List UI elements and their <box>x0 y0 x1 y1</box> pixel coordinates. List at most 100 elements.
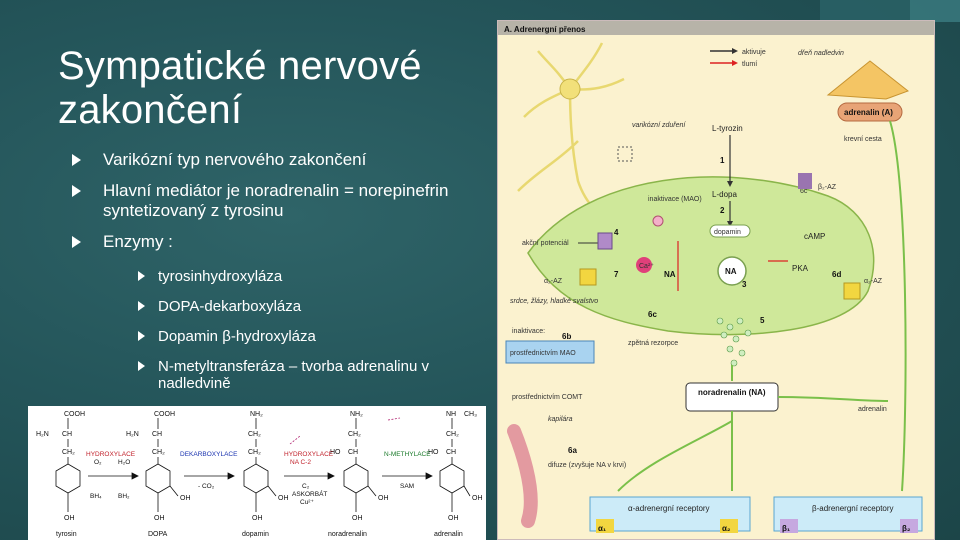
cofactor-label: O₂ <box>94 459 102 466</box>
label-beta-receptors: β-adrenergní receptory <box>812 504 894 513</box>
blood-vessel-icon <box>837 102 903 122</box>
step-label: 6a <box>568 446 577 455</box>
inhibition-arrows <box>677 241 788 291</box>
enzyme-label: N-METHYLACE <box>384 451 431 458</box>
sub-bullet-arrow-icon <box>138 301 148 311</box>
released-noradrenaline-dots <box>716 317 752 367</box>
step-label: 6b <box>562 332 571 341</box>
capillary-icon <box>507 424 538 528</box>
group-label: CH₂ <box>248 449 261 456</box>
label-b2az: β₂-AZ <box>818 184 837 191</box>
group-label: CH <box>348 449 358 456</box>
sub-bullet-item: N-metyltransferáza – tvorba adrenalinu v… <box>138 358 492 392</box>
label-capillary: kapilára <box>548 416 573 423</box>
benzene-ring <box>343 463 369 494</box>
adrenal-gland-icon <box>826 60 910 100</box>
group-label: CH <box>152 431 162 438</box>
label-na-vesicle: NA <box>725 267 737 276</box>
varicosity-box <box>617 146 633 162</box>
sub-bullet-item: DOPA-dekarboxyláza <box>138 298 492 315</box>
legend: aktivuje tlumí <box>710 48 766 68</box>
alpha2-receptor-left <box>579 268 597 286</box>
synthesis-svg: COOH H₂N CH CH₂ OH tyrosin COOH H₂N CH C… <box>36 411 483 538</box>
postsynaptic-cell <box>505 340 595 364</box>
bullet-item: Hlavní mediátor je noradrenalin = norepi… <box>72 181 492 221</box>
group-label: OH <box>180 495 191 502</box>
beta1-receptor-icon <box>780 519 798 533</box>
adrenergic-transmission-diagram: A. Adrenergní přenos varikózní zduření a… <box>497 20 935 540</box>
label-ca: Ca²⁺ <box>639 263 654 270</box>
dopamine-box <box>709 224 751 238</box>
beta2-receptor-icon-bottom <box>900 519 918 533</box>
cofactor-label: ASKORBÁT <box>292 489 327 498</box>
sub-bullet-item: tyrosinhydroxyláza <box>138 268 492 285</box>
benzene-ring <box>439 463 465 494</box>
modification-marker <box>289 435 301 445</box>
benzene-ring <box>243 463 269 494</box>
step-label: 4 <box>614 228 619 237</box>
catecholamine-synthesis-figure: COOH H₂N CH CH₂ OH tyrosin COOH H₂N CH C… <box>28 406 486 540</box>
label-mao: inaktivace (MAO) <box>648 196 702 203</box>
group-label: OH <box>278 495 289 502</box>
label-action-potential: akční potenciál <box>522 240 569 247</box>
group-label: OH <box>448 515 459 522</box>
slide-title: Sympatické nervové zakončení <box>58 44 422 132</box>
cofactor-label: BH₄ <box>90 493 102 500</box>
label-adrenalin: adrenalin <box>858 406 887 413</box>
compound-label: dopamin <box>242 531 269 538</box>
sub-bullet-arrow-icon <box>138 271 148 281</box>
nerve-terminal <box>527 176 875 336</box>
sub-bullet-item: Dopamin β-hydroxyláza <box>138 328 492 345</box>
bullet-item: Varikózní typ nervového zakončení <box>72 150 492 170</box>
label-diffusion: difuze (zvyšuje NA v krvi) <box>548 462 626 469</box>
step-label: 5 <box>760 316 765 325</box>
cofactor-label: Cu²⁺ <box>300 499 314 506</box>
label-adrenaline-a: adrenalin (A) <box>844 108 893 117</box>
group-label: COOH <box>154 411 175 418</box>
step-label: 2 <box>720 206 725 215</box>
sub-bullet-arrow-icon <box>138 361 148 371</box>
label-blood-path: krevní cesta <box>844 136 882 143</box>
diagram-heading: A. Adrenergní přenos <box>504 25 586 34</box>
legend-inhibits: tlumí <box>742 61 757 68</box>
label-heart: srdce, žlázy, hladké svalstvo <box>510 298 598 305</box>
group-label: CH <box>446 449 456 456</box>
step-label: 7 <box>614 270 619 279</box>
bullet-item: Enzymy : <box>72 232 492 252</box>
alpha2-receptor-right <box>843 282 861 300</box>
label-a2: α₂ <box>722 524 731 533</box>
group-label: H₂N <box>36 431 49 438</box>
sub-bullet-arrow-icon <box>138 331 148 341</box>
label-a2az-right: α₂-AZ <box>864 278 883 285</box>
label-inactivation: inaktivace: <box>512 328 545 335</box>
enzyme-detail: NA C-2 <box>290 459 311 466</box>
alpha1-receptor-icon <box>596 519 614 533</box>
alpha-receptors-box <box>589 496 751 532</box>
calcium-channel-icon <box>597 232 613 250</box>
cofactor-label: C₂ <box>302 483 310 490</box>
group-label: CH₂ <box>248 431 261 438</box>
calcium-ion-icon <box>636 257 652 273</box>
label-pka: PKA <box>792 264 809 273</box>
enzyme-label: HYDROXYLACE <box>284 451 334 458</box>
group-label: NH₂ <box>350 411 363 418</box>
cofactor-label: SAM <box>400 483 414 490</box>
group-label: CH <box>62 431 72 438</box>
group-label: CH₂ <box>152 449 165 456</box>
group-label: NH <box>446 411 456 418</box>
bullet-arrow-icon <box>72 154 92 166</box>
enzyme-label: DEKARBOXYLACE <box>180 451 238 458</box>
step-label: 6c <box>800 188 808 195</box>
flow-arrows <box>617 120 907 492</box>
label-adrenal-medulla: dřeň nadledvin <box>798 50 844 57</box>
group-label: OH <box>378 495 389 502</box>
step-label: 1 <box>720 156 725 165</box>
group-label: CH₂ <box>446 431 459 438</box>
label-a1: α₁ <box>598 524 607 533</box>
group-label: OH <box>154 515 165 522</box>
mao-enzyme-icon <box>652 215 664 227</box>
beta2-receptor-icon <box>798 173 812 189</box>
group-label: CH₂ <box>348 431 361 438</box>
label-varicose: varikózní zduření <box>632 122 686 129</box>
label-b1: β₁ <box>782 524 791 533</box>
